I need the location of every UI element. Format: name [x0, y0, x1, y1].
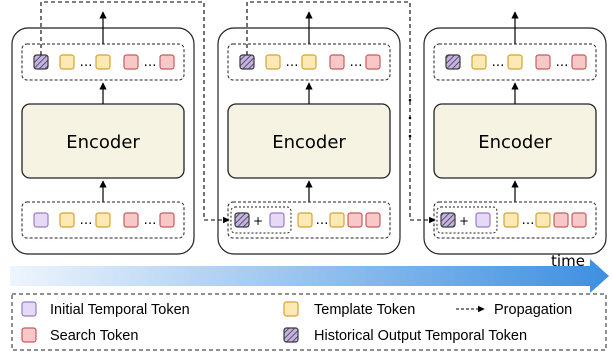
- search-token: [123, 212, 139, 228]
- legend-historical-label: Historical Output Temporal Token: [314, 328, 527, 344]
- ellipsis: …: [316, 213, 329, 228]
- frame-1: … … Encoder … …: [11, 11, 195, 255]
- template-token: [301, 54, 317, 70]
- legend-propagation-label: Propagation: [494, 302, 572, 318]
- search-token: [571, 54, 587, 70]
- template-token: [95, 212, 111, 228]
- frame-3: … … Encoder + …: [423, 11, 607, 255]
- search-token: [347, 212, 363, 228]
- search-token: [553, 212, 569, 228]
- initial-temporal-token: [269, 212, 285, 228]
- ellipsis: …: [556, 55, 569, 70]
- ellipsis: …: [286, 55, 299, 70]
- historical-output-token: [239, 54, 255, 70]
- template-token: [59, 212, 75, 228]
- search-token: [365, 212, 381, 228]
- template-token: [471, 54, 487, 70]
- historical-output-token: [440, 212, 456, 228]
- legend-template-label: Template Token: [314, 302, 415, 318]
- ellipsis: …: [522, 213, 535, 228]
- search-token: [159, 54, 175, 70]
- search-token: [123, 54, 139, 70]
- initial-temporal-token: [33, 212, 49, 228]
- continuation-dot: [408, 116, 412, 120]
- historical-output-token: [33, 54, 49, 70]
- legend-initial-label: Initial Temporal Token: [50, 302, 190, 318]
- legend-historical-swatch: [283, 327, 299, 343]
- temporal-fusion-box: [230, 206, 292, 234]
- legend-initial-swatch: [21, 301, 37, 317]
- legend-box: [11, 293, 607, 351]
- time-arrow: time: [10, 252, 609, 293]
- plus-sign: +: [459, 214, 469, 228]
- historical-output-token: [234, 212, 250, 228]
- continuation-dot: [408, 134, 412, 138]
- search-token: [571, 212, 587, 228]
- propagation-arrow-1: [40, 1, 230, 224]
- ellipsis: …: [144, 55, 157, 70]
- template-token: [265, 54, 281, 70]
- legend-search-swatch: [21, 327, 37, 343]
- encoder-label: Encoder: [478, 132, 552, 153]
- initial-temporal-token: [475, 212, 491, 228]
- ellipsis: …: [492, 55, 505, 70]
- propagation-arrow-2: [246, 1, 436, 224]
- frame-2: … … Encoder + …: [217, 11, 401, 255]
- ellipsis: …: [350, 55, 363, 70]
- template-token: [297, 212, 313, 228]
- template-token: [503, 212, 519, 228]
- historical-output-token: [445, 54, 461, 70]
- ellipsis: …: [80, 213, 93, 228]
- template-token: [95, 54, 111, 70]
- continuation-dot: [408, 98, 412, 102]
- search-token: [365, 54, 381, 70]
- template-token: [507, 54, 523, 70]
- time-label: time: [551, 252, 585, 270]
- search-token: [159, 212, 175, 228]
- legend: Initial Temporal Token Template Token Prop…: [11, 293, 607, 351]
- plus-sign: +: [253, 214, 263, 228]
- template-token: [329, 212, 345, 228]
- search-token: [535, 54, 551, 70]
- search-token: [329, 54, 345, 70]
- template-token: [535, 212, 551, 228]
- legend-template-swatch: [283, 301, 299, 317]
- template-token: [59, 54, 75, 70]
- connectors-layer: [40, 1, 436, 224]
- temporal-fusion-box: [436, 206, 498, 234]
- legend-search-label: Search Token: [50, 328, 138, 344]
- input-token-row: [21, 201, 185, 239]
- encoder-label: Encoder: [272, 132, 346, 153]
- ellipsis: …: [144, 213, 157, 228]
- frames-layer: … … Encoder … … … … Encoder + … … … Encoder + …: [11, 11, 607, 255]
- ellipsis: …: [80, 55, 93, 70]
- time-arrow-shape: [10, 259, 609, 293]
- encoder-label: Encoder: [66, 132, 140, 153]
